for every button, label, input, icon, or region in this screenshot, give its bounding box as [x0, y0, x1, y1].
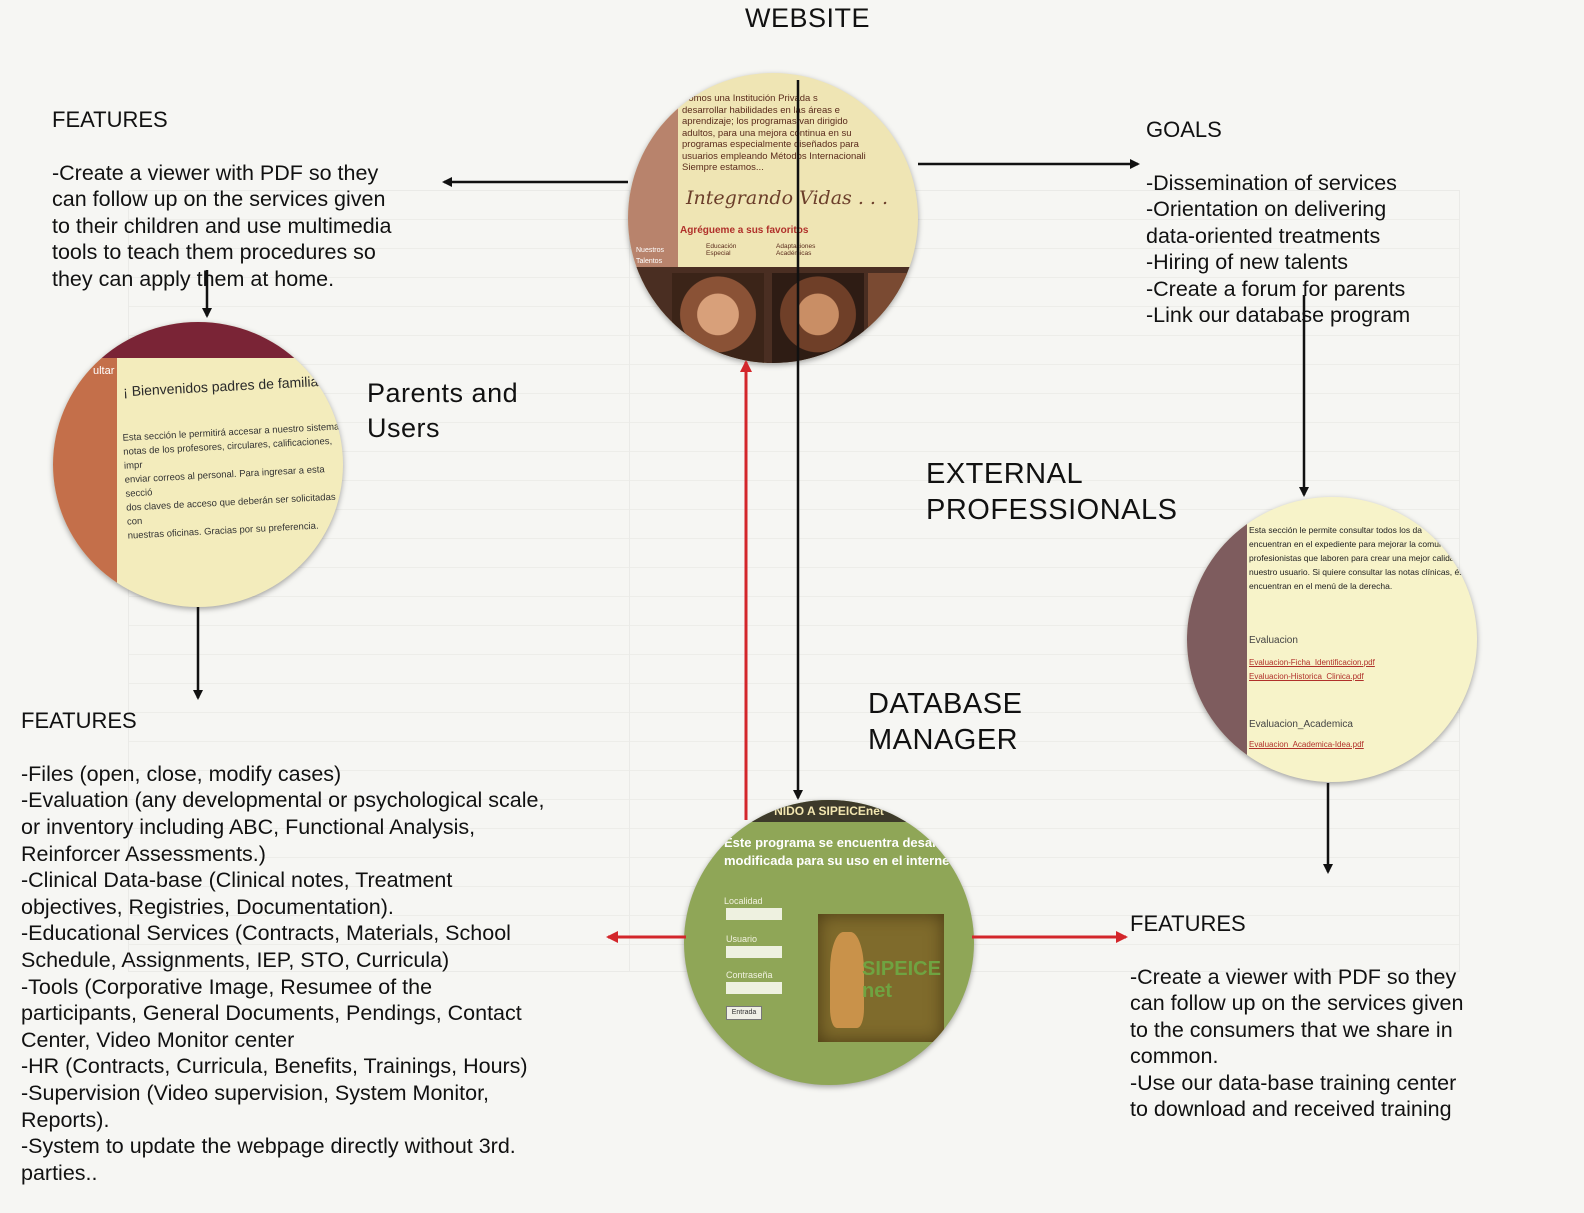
database-enter-button[interactable]: Entrada: [726, 1006, 762, 1020]
website-child-photo: [868, 273, 918, 363]
database-features-text: -Files (open, close, modify cases) -Eval…: [21, 761, 545, 1185]
database-features-title: FEATURES: [21, 707, 137, 733]
professionals-intro-text: Esta sección le permite consultar todos …: [1249, 525, 1475, 591]
database-field-label-user: Usuario: [726, 934, 758, 944]
database-features-block: FEATURES -Files (open, close, modify cas…: [21, 681, 544, 1213]
website-link-special-ed[interactable]: Educación Especial: [706, 243, 737, 257]
database-header-bar: NIDO A SIPEICEnet: [684, 800, 974, 822]
professionals-evaluation-heading: Evaluacion: [1249, 635, 1298, 646]
professionals-features-text: -Create a viewer with PDF so they can fo…: [1130, 964, 1464, 1122]
parents-screenshot-circle: ultar ¡ Bienvenidos padres de familia ! …: [53, 322, 343, 607]
goals-text: -Dissemination of services -Orientation …: [1146, 170, 1411, 328]
parents-top-menu: [53, 322, 343, 358]
database-logo-text: SIPEICEnet: [862, 958, 941, 1002]
website-link-academic[interactable]: Adaptaciones Académicas: [776, 243, 816, 257]
website-side-link: Nuestros Talentos: [636, 247, 665, 265]
goals-title: GOALS: [1146, 116, 1222, 142]
database-notice: Este programa se encuentra desarro modif…: [724, 835, 954, 868]
goals-block: GOALS -Dissemination of services -Orient…: [1146, 90, 1410, 355]
database-user-input[interactable]: [726, 946, 782, 958]
connector-arrows: [193, 80, 1333, 943]
professionals-academic-link[interactable]: Evaluacion_Academica-Idea.pdf: [1249, 740, 1364, 749]
background-table-divider: [629, 191, 630, 971]
website-features-text: -Create a viewer with PDF so they can fo…: [52, 160, 392, 291]
website-title: WEBSITE: [745, 3, 871, 33]
website-screenshot-circle: Nuestros Talentos Somos una Institución …: [628, 73, 918, 363]
mannequin-figure-icon: [830, 932, 864, 1028]
database-password-input[interactable]: [726, 982, 782, 994]
website-intro-text: Somos una Institución Privada s desarrol…: [682, 93, 866, 173]
website-favorites-link[interactable]: Agrégueme a sus favoritos: [680, 225, 809, 236]
parents-users-title: Parents and Users: [367, 378, 519, 443]
website-left-menu: [628, 73, 678, 273]
database-field-label-password: Contraseña: [726, 970, 773, 980]
professionals-left-panel: [1187, 497, 1247, 782]
external-professionals-title: EXTERNAL PROFESSIONALS: [926, 458, 1178, 526]
website-child-photo: [772, 273, 864, 363]
parents-menu-label: ultar: [93, 365, 115, 377]
database-locality-input[interactable]: [726, 908, 782, 920]
professionals-features-block: FEATURES -Create a viewer with PDF so th…: [1130, 884, 1463, 1149]
professionals-screenshot-circle: Esta sección le permite consultar todos …: [1187, 497, 1477, 782]
professionals-features-title: FEATURES: [1130, 910, 1246, 936]
website-child-photo: [672, 273, 764, 363]
professionals-academic-heading: Evaluacion_Academica: [1249, 719, 1353, 730]
database-field-label-locality: Localidad: [724, 896, 763, 906]
professionals-evaluation-link-2[interactable]: Evaluacion-Historica_Clinica.pdf: [1249, 672, 1364, 681]
website-photo-strip: [628, 267, 918, 363]
database-logo: SIPEICEnet: [818, 914, 944, 1042]
database-manager-title: DATABASE MANAGER: [868, 688, 1023, 756]
website-slogan: Integrando Vidas . . .: [686, 187, 889, 209]
website-features-block: FEATURES -Create a viewer with PDF so th…: [52, 80, 391, 319]
website-features-title: FEATURES: [52, 106, 168, 132]
professionals-evaluation-link-1[interactable]: Evaluacion-Ficha_Identificacion.pdf: [1249, 658, 1375, 667]
database-screenshot-circle: NIDO A SIPEICEnet Este programa se encue…: [684, 800, 974, 1085]
parents-left-menu: [53, 358, 117, 607]
